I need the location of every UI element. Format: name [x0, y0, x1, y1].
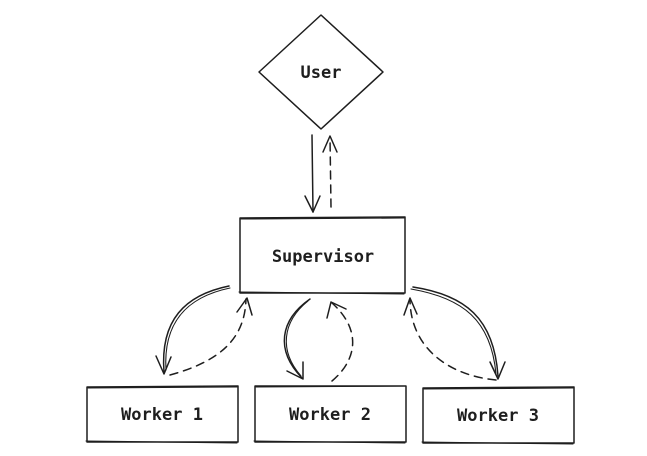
worker-1-box-sketch-stroke [85, 386, 238, 444]
worker-3-box-sketch-stroke [421, 387, 574, 445]
arrow-worker-1-to-supervisor [169, 297, 253, 376]
worker-3-box-shape [422, 386, 575, 444]
supervisor-node: Supervisor [238, 216, 406, 295]
worker-2-box-sketch-stroke [253, 385, 406, 444]
supervisor-label: Supervisor [272, 247, 374, 267]
user-diamond-sketch-stroke [259, 15, 383, 129]
supervisor-box-shape [239, 216, 406, 294]
arrow-supervisor-to-worker-1 [155, 285, 231, 375]
worker-2-label: Worker 2 [289, 405, 371, 425]
worker-1-label: Worker 1 [121, 405, 203, 425]
user-label: User [301, 63, 342, 83]
user-node: User [258, 14, 384, 130]
supervisor-box-sketch-stroke [238, 217, 405, 295]
worker-3-label: Worker 3 [457, 406, 539, 426]
arrow-supervisor-to-user [322, 135, 338, 208]
arrow-user-to-supervisor [304, 134, 321, 213]
arrow-supervisor-to-worker-2 [283, 298, 311, 380]
worker-3-node: Worker 3 [421, 386, 575, 445]
arrow-worker-2-to-supervisor [326, 301, 354, 382]
arrow-supervisor-to-worker-3 [410, 286, 506, 380]
arrow-worker-3-to-supervisor [403, 297, 497, 381]
worker-2-node: Worker 2 [253, 385, 407, 444]
worker-1-node: Worker 1 [85, 385, 239, 444]
worker-1-box-shape [86, 385, 239, 443]
